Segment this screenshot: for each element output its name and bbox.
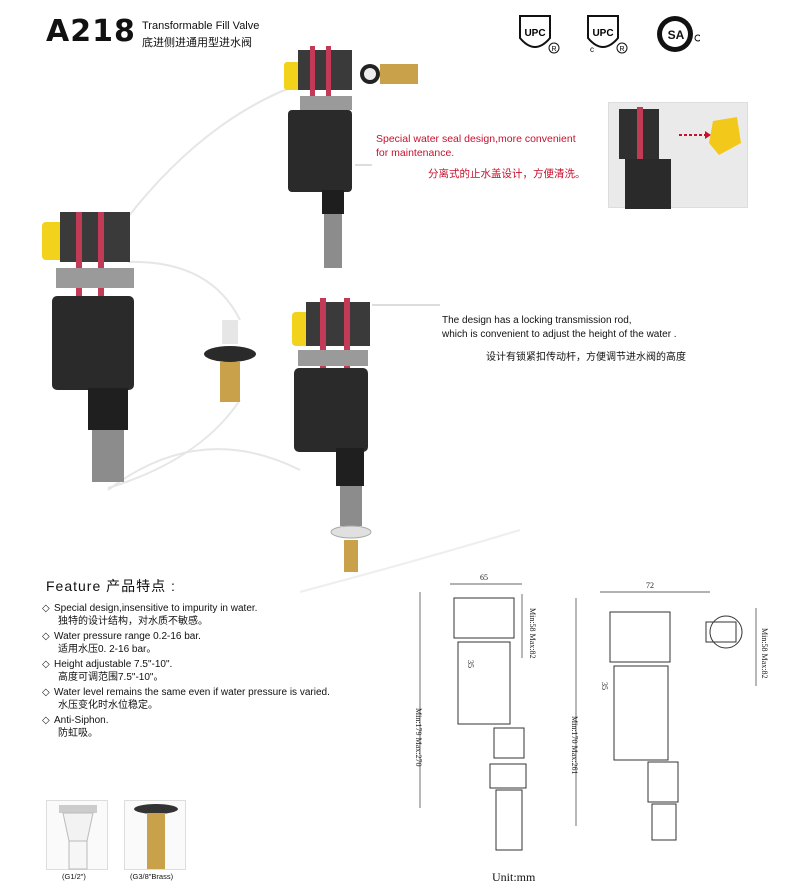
unit-label: Unit:mm bbox=[492, 870, 536, 884]
upc-r-mark: UPC R bbox=[519, 15, 560, 54]
valve-middle-image bbox=[292, 298, 372, 572]
product-title-en: Transformable Fill Valve bbox=[142, 20, 260, 32]
feature-heading: Feature 产品特点 : bbox=[46, 578, 176, 594]
svg-text:Min:58 Max:82: Min:58 Max:82 bbox=[760, 628, 769, 678]
technical-drawings: 65 Min:179 Max:270 Min:58 Max:82 35 72 M… bbox=[414, 573, 769, 851]
drawing-left: 65 Min:179 Max:270 Min:58 Max:82 35 bbox=[414, 573, 537, 851]
connector-line bbox=[117, 83, 301, 231]
water-seal-inset-photo bbox=[608, 102, 748, 209]
svg-text:c: c bbox=[590, 45, 594, 54]
fitting-g38-brass-image bbox=[124, 800, 186, 870]
fitting-label: (G1/2") bbox=[62, 872, 86, 881]
connector-line bbox=[107, 448, 301, 491]
feature-item: ◇Anti-Siphon. 防虹吸。 bbox=[42, 715, 109, 739]
valve-left-image bbox=[42, 212, 134, 482]
cupc-mark: UPC c R bbox=[587, 15, 628, 54]
svg-text:R: R bbox=[551, 46, 556, 53]
fitting-g12-image bbox=[46, 800, 108, 870]
product-illustrations bbox=[42, 46, 521, 593]
svg-text:Min:58 Max:82: Min:58 Max:82 bbox=[528, 608, 537, 658]
svg-text:65: 65 bbox=[480, 573, 488, 582]
svg-text:UPC: UPC bbox=[524, 28, 545, 39]
valve-top-image bbox=[284, 46, 418, 268]
feature-item: ◇Height adjustable 7.5"-10". 高度可调范围7.5"-… bbox=[42, 659, 173, 683]
callout-seal-en: Special water seal design,more convenien… bbox=[376, 133, 576, 159]
certification-logos: UPC R UPC c R SA bbox=[519, 15, 700, 54]
feature-item: ◇Special design,insensitive to impurity … bbox=[42, 603, 258, 627]
model-number: A218 bbox=[46, 14, 136, 49]
svg-text:SA: SA bbox=[668, 28, 685, 42]
svg-text:Min:170 Max:261: Min:170 Max:261 bbox=[570, 716, 579, 774]
svg-text:R: R bbox=[619, 46, 624, 53]
svg-text:35: 35 bbox=[466, 660, 475, 668]
csa-mark: SA bbox=[657, 16, 700, 52]
svg-text:72: 72 bbox=[646, 581, 654, 590]
connector-line bbox=[127, 260, 241, 321]
feature-item: ◇Water pressure range 0.2-16 bar. 适用水压0.… bbox=[42, 631, 201, 655]
svg-text:UPC: UPC bbox=[592, 28, 613, 39]
product-title-cn: 底进侧进通用型进水阀 bbox=[142, 37, 252, 49]
callout-seal-cn: 分离式的止水盖设计，方便清洗。 bbox=[428, 168, 586, 180]
callout-rod-cn: 设计有锁紧扣传动杆，方便调节进水阀的高度 bbox=[486, 352, 686, 363]
fitting-label: (G3/8"Brass) bbox=[130, 872, 174, 881]
callout-rod-en: The design has a locking transmission ro… bbox=[442, 315, 677, 340]
svg-text:35: 35 bbox=[600, 682, 609, 690]
loose-fitting-image bbox=[204, 320, 256, 402]
connector-line bbox=[299, 529, 521, 593]
svg-text:Min:179 Max:270: Min:179 Max:270 bbox=[414, 708, 423, 766]
feature-item: ◇Water level remains the same even if wa… bbox=[42, 687, 330, 711]
drawing-right: 72 Min:170 Max:261 Min:58 Max:82 35 bbox=[570, 581, 769, 841]
